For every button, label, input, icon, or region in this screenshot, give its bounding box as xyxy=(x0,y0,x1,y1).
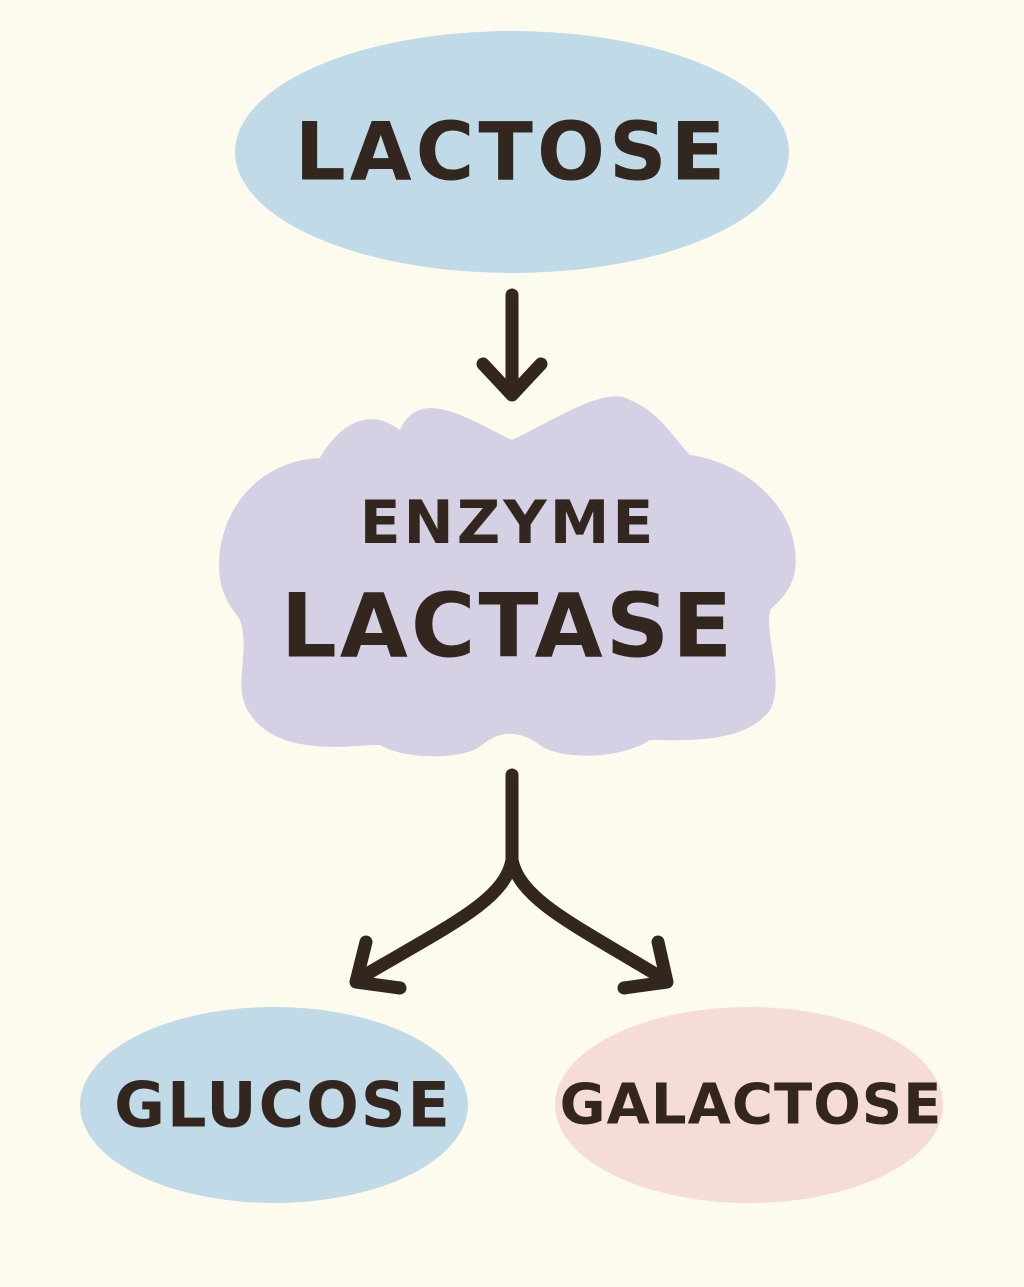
lactose-node: LACTOSE xyxy=(235,31,789,273)
arrow-enzyme-to-products xyxy=(349,768,674,995)
arrow-left-head xyxy=(349,935,407,995)
arrow-right-branch-icon xyxy=(505,853,669,985)
arrow-right-head xyxy=(617,935,674,995)
enzyme-cloud-shape xyxy=(219,396,796,757)
arrow-substrate-to-enzyme xyxy=(476,288,548,402)
galactose-label: GALACTOSE xyxy=(560,1073,943,1138)
glucose-ellipse xyxy=(80,1007,468,1203)
enzyme-label-line1: ENZYME xyxy=(360,488,657,558)
enzyme-label-line2: LACTASE xyxy=(281,575,736,678)
glucose-label: GLUCOSE xyxy=(114,1069,452,1142)
galactose-ellipse xyxy=(555,1007,943,1203)
lactose-label: LACTOSE xyxy=(295,106,729,199)
arrow-down-icon xyxy=(476,288,548,402)
glucose-node: GLUCOSE xyxy=(80,1007,468,1203)
enzyme-node: ENZYME LACTASE xyxy=(219,396,796,757)
galactose-node: GALACTOSE xyxy=(555,1007,943,1203)
lactose-ellipse xyxy=(235,31,789,273)
arrow-left-branch-icon xyxy=(353,853,519,985)
